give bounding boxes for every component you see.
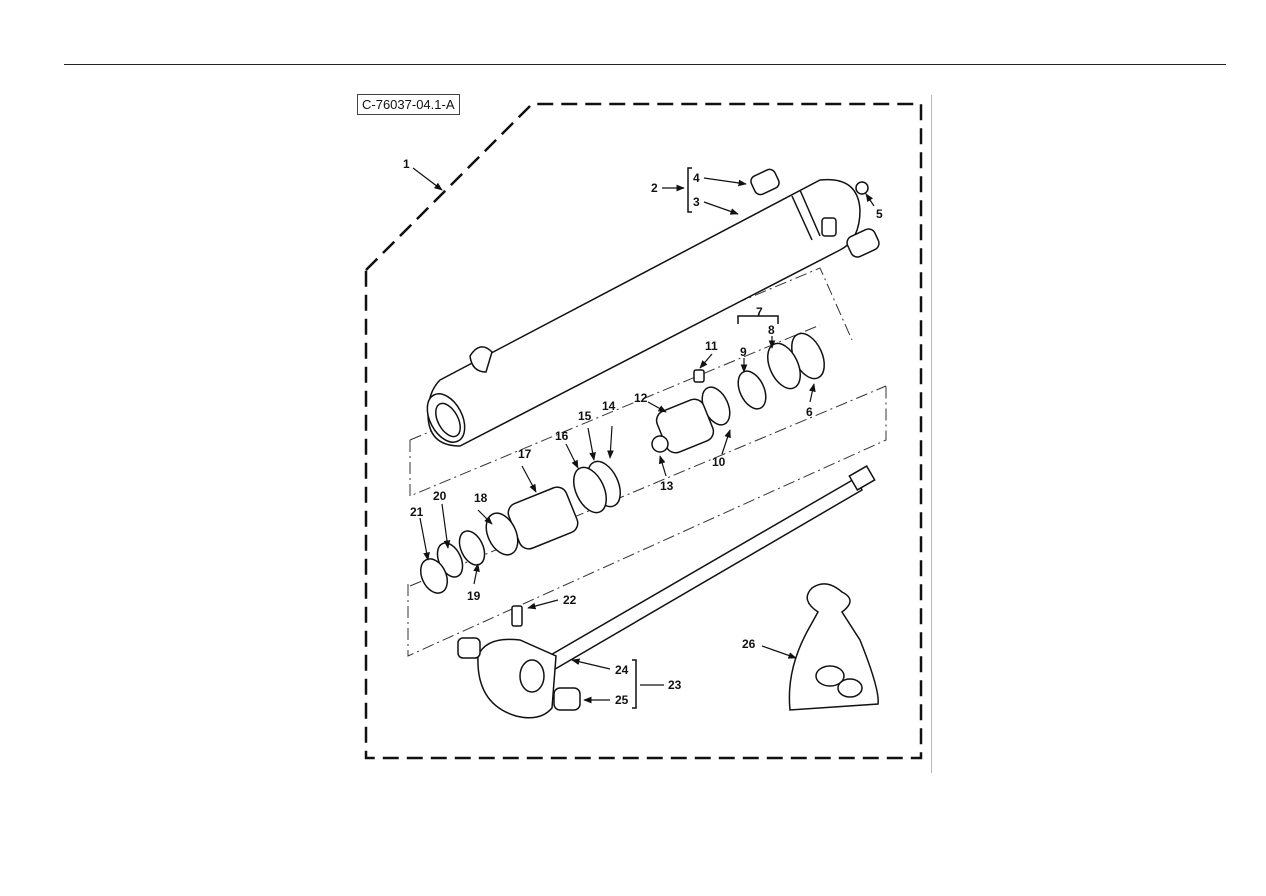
header-rule (64, 64, 1226, 65)
callout-1: 1 (403, 157, 410, 171)
gland-parts (419, 460, 621, 594)
kit-boundary (364, 102, 923, 760)
callout-26: 26 (742, 637, 756, 651)
callout-4: 4 (693, 171, 700, 185)
callout-11: 11 (705, 339, 718, 353)
callout-12: 12 (634, 391, 648, 405)
callout-13: 13 (660, 479, 674, 493)
callout-5: 5 (876, 207, 883, 221)
callout-3: 3 (693, 195, 700, 209)
callout-19: 19 (467, 589, 481, 603)
callout-22: 22 (563, 593, 577, 607)
callout-24: 24 (615, 663, 629, 677)
callout-8: 8 (768, 323, 775, 337)
callout-23: 23 (668, 678, 682, 692)
callout-7: 7 (756, 305, 763, 319)
cylinder-barrel (426, 178, 861, 447)
callout-numbers: 1 2 3 4 5 6 7 8 9 10 11 12 13 14 15 16 1… (403, 157, 883, 707)
gland-group-outline (407, 384, 887, 657)
piston-parts (651, 332, 825, 454)
figure-id-label: C-76037-04.1-A (357, 94, 460, 115)
callout-2: 2 (651, 181, 658, 195)
callout-17: 17 (518, 447, 532, 461)
callout-14: 14 (602, 399, 616, 413)
callout-20: 20 (433, 489, 447, 503)
margin-rule (931, 95, 932, 773)
callout-6: 6 (806, 405, 813, 419)
piston-rod (457, 465, 876, 719)
callout-9: 9 (740, 345, 747, 359)
callout-10: 10 (712, 455, 726, 469)
callout-brackets (632, 167, 779, 709)
barrel-bushings (750, 168, 880, 258)
callout-16: 16 (555, 429, 569, 443)
callout-15: 15 (578, 409, 592, 423)
callout-18: 18 (474, 491, 488, 505)
parts-bag (788, 583, 879, 711)
callout-25: 25 (615, 693, 629, 707)
callout-leaders (412, 167, 875, 704)
callout-21: 21 (410, 505, 424, 519)
